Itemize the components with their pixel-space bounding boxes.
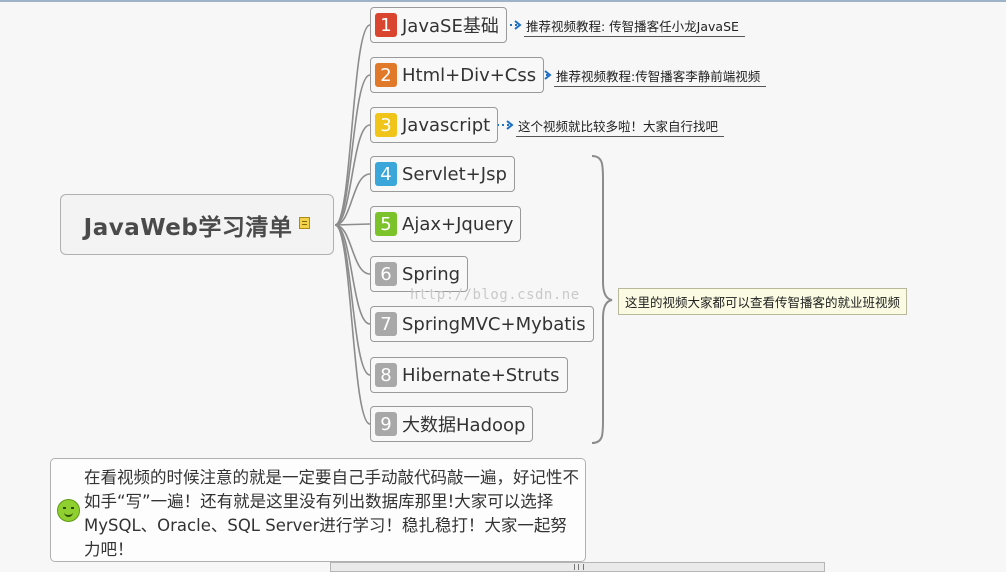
priority-9-icon: 9 xyxy=(375,412,397,436)
topic-label: Ajax+Jquery xyxy=(402,213,514,235)
topic-hadoop[interactable]: 9 大数据Hadoop xyxy=(370,406,534,442)
tip-arrow-1 xyxy=(514,20,522,30)
topic-label: SpringMVC+Mybatis xyxy=(402,313,586,335)
tip-javascript[interactable]: 这个视频就比较多啦！大家自行找吧 xyxy=(516,116,725,137)
link-1 xyxy=(334,24,371,226)
link-2 xyxy=(334,74,371,226)
root-topic[interactable]: JavaWeb学习清单 xyxy=(60,194,334,255)
priority-4-icon: 4 xyxy=(375,162,397,186)
topic-label: JavaSE基础 xyxy=(402,16,499,37)
topic-javase[interactable]: 1 JavaSE基础 xyxy=(370,7,507,43)
topic-label: Html+Div+Css xyxy=(402,64,537,86)
link-6 xyxy=(334,224,371,275)
link-8 xyxy=(334,224,371,376)
topic-label: Spring xyxy=(402,263,461,285)
priority-1-icon: 1 xyxy=(375,13,397,37)
topic-springmvc-mybatis[interactable]: 7 SpringMVC+Mybatis xyxy=(370,306,594,342)
link-3 xyxy=(334,124,371,226)
topic-label: Servlet+Jsp xyxy=(402,163,507,185)
link-4 xyxy=(334,173,371,226)
topic-ajax-jquery[interactable]: 5 Ajax+Jquery xyxy=(370,206,522,242)
link-9 xyxy=(334,224,371,425)
topic-hibernate-struts[interactable]: 8 Hibernate+Struts xyxy=(370,357,568,393)
note-icon[interactable] xyxy=(299,216,311,229)
priority-6-icon: 6 xyxy=(375,262,397,286)
window-top-border xyxy=(0,0,1006,2)
footnote-text: 在看视频的时候注意的就是一定要自己手动敲代码敲一遍，好记性不如手“写”一遍！还有… xyxy=(84,468,579,559)
topic-label: Hibernate+Struts xyxy=(402,364,560,386)
root-title: JavaWeb学习清单 xyxy=(83,214,293,241)
tip-javase[interactable]: 推荐视频教程: 传智播客任小龙JavaSE xyxy=(524,16,745,37)
group-brace xyxy=(591,155,613,444)
priority-3-icon: 3 xyxy=(375,113,397,137)
topic-javascript[interactable]: 3 Javascript xyxy=(370,107,499,143)
topic-label: 大数据Hadoop xyxy=(402,415,526,436)
priority-8-icon: 8 xyxy=(375,363,397,387)
topic-servlet-jsp[interactable]: 4 Servlet+Jsp xyxy=(370,156,515,192)
group-callout[interactable]: 这里的视频大家都可以查看传智播客的就业班视频 xyxy=(618,288,908,315)
topic-label: Javascript xyxy=(402,114,491,136)
smiley-icon xyxy=(57,499,80,522)
priority-5-icon: 5 xyxy=(375,212,397,236)
topic-html-div-css[interactable]: 2 Html+Div+Css xyxy=(370,57,545,93)
tip-html-div-css[interactable]: 推荐视频教程:传智播客李静前端视频 xyxy=(554,66,767,87)
scrollbar-grip-icon[interactable] xyxy=(574,564,584,570)
watermark: http://blog.csdn.ne xyxy=(410,287,580,303)
footnote-topic[interactable]: 在看视频的时候注意的就是一定要自己手动敲代码敲一遍，好记性不如手“写”一遍！还有… xyxy=(50,458,586,562)
priority-2-icon: 2 xyxy=(375,63,397,87)
horizontal-scrollbar[interactable] xyxy=(330,562,825,572)
tip-arrow-3 xyxy=(506,120,514,130)
topic-spring[interactable]: 6 Spring xyxy=(370,256,469,292)
link-5 xyxy=(334,223,371,226)
tip-arrow-2 xyxy=(544,70,552,80)
priority-7-icon: 7 xyxy=(375,312,397,336)
